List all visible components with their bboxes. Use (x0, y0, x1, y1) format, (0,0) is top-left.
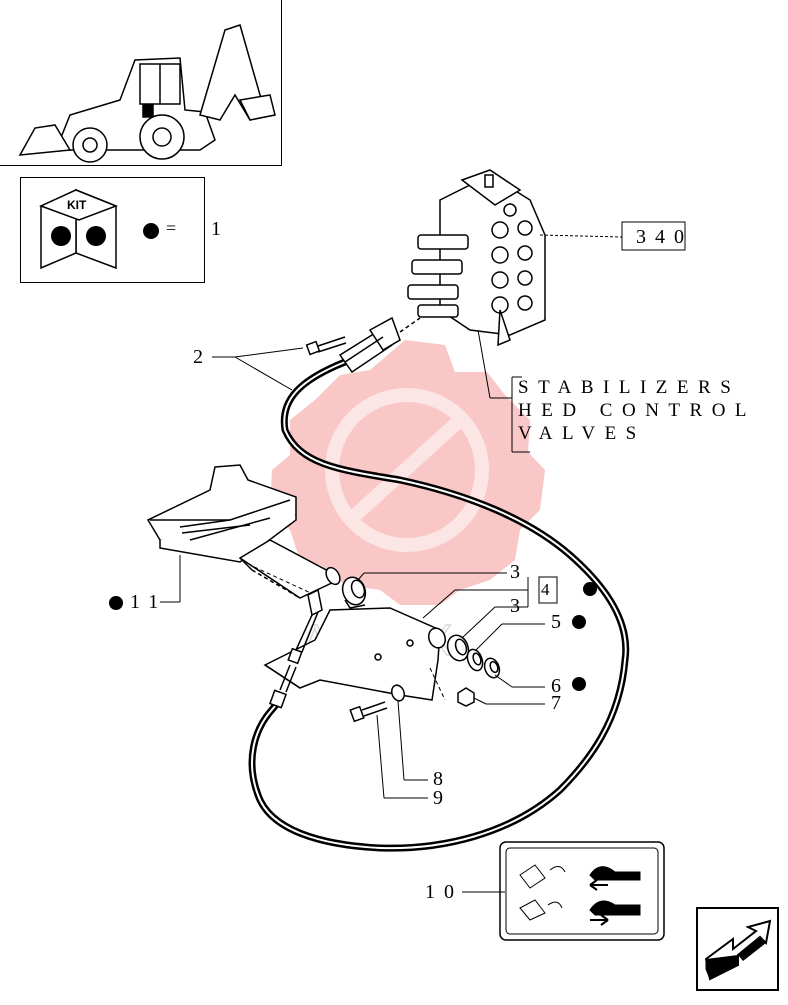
control-decal-icon (499, 841, 665, 941)
mounting-bracket (263, 607, 441, 701)
label-3b: 3 (510, 595, 529, 617)
label-6: 6 (551, 675, 570, 697)
label-11: 11 (130, 591, 168, 613)
washer-6 (483, 657, 501, 679)
valve-label-line3: VALVES (518, 423, 646, 444)
bolt-2 (305, 336, 347, 356)
leader-lines (160, 347, 545, 893)
label-4: 4 (541, 580, 559, 599)
next-page-button[interactable] (696, 907, 779, 991)
nut-7 (457, 687, 475, 707)
leader-340 (539, 234, 623, 238)
label-9: 9 (433, 787, 452, 809)
dash-line-clevis (249, 564, 316, 596)
dash-line-bolt (429, 667, 446, 701)
label-2: 2 (193, 346, 212, 368)
label-340: 340 (636, 226, 693, 248)
valve-label-line2: HED CONTROL (518, 400, 757, 421)
cable-clevis (269, 588, 323, 709)
bolt-8 (349, 701, 388, 723)
kit-ref: 1 (211, 218, 221, 240)
next-page-arrow-icon (704, 919, 772, 981)
bushing-3b (446, 634, 470, 662)
label-box-340 (621, 221, 686, 251)
cable-end-fitting (338, 316, 421, 374)
valve-label-line1: STABILIZERS (518, 377, 741, 398)
kit-bullet-4 (583, 582, 597, 596)
foot-pedal (146, 464, 297, 563)
washer-5 (466, 648, 484, 672)
label-3a: 3 (510, 561, 529, 583)
label-box-4 (538, 576, 558, 604)
kit-bullet-6 (572, 677, 586, 691)
control-cable (248, 358, 630, 852)
washer-9 (390, 684, 406, 702)
kit-equals: = (166, 218, 177, 238)
leader-valve-label (477, 329, 530, 453)
label-5: 5 (551, 611, 570, 633)
pedal-shaft (238, 539, 341, 599)
small-bushing (427, 627, 447, 649)
backhoe-loader-icon (18, 24, 276, 163)
control-valve-block (407, 169, 546, 347)
label-10: 10 (425, 881, 463, 903)
kit-box-icon (39, 188, 159, 270)
kit-badge-text: KIT (67, 198, 87, 212)
label-7: 7 (551, 692, 570, 714)
kit-bullet-11 (109, 596, 123, 610)
machine-thumbnail (0, 0, 282, 166)
kit-bullet-5 (572, 615, 586, 629)
bushing-3a (341, 576, 367, 609)
label-8: 8 (433, 768, 452, 790)
kit-legend: KIT = 1 (20, 177, 221, 283)
